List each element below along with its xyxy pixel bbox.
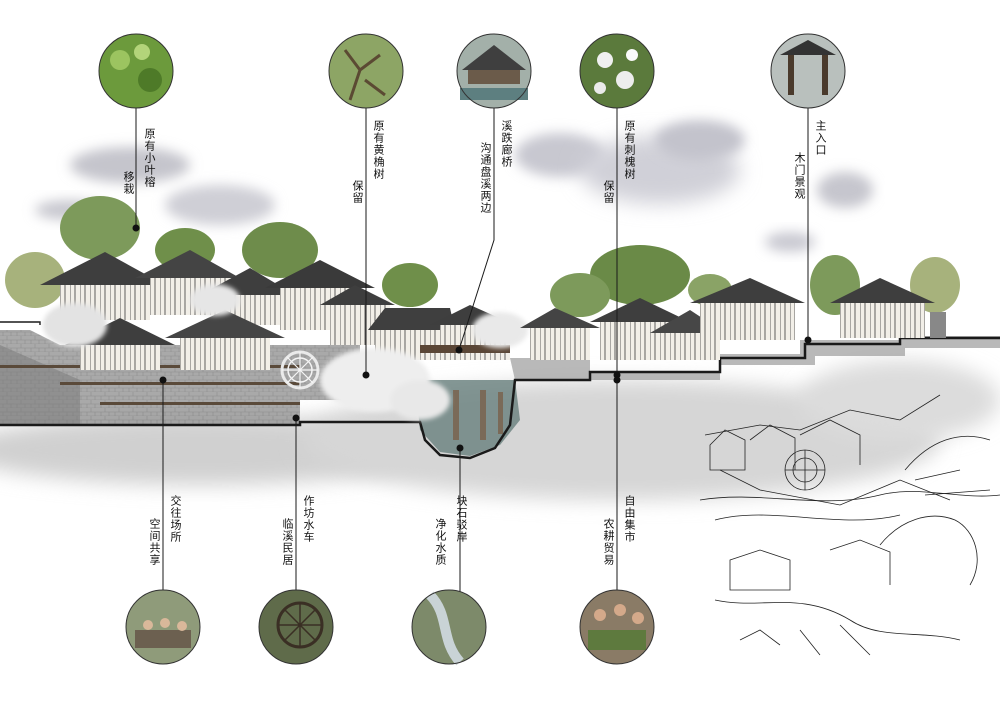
leader-lines [135,108,809,592]
clouds [35,120,873,252]
people-gathering-photo [125,589,201,665]
entrance-label-2: 木门景观 [793,152,806,200]
waterwheel-illustration [280,350,320,390]
market-photo [579,589,655,665]
locust-label-1: 原有刺槐树 [623,120,636,180]
large-tree-photo [328,33,404,109]
waterwheel-label-2: 临溪民居 [281,518,294,566]
bottom-photo-circles [125,589,655,666]
huangjue-label-1: 原有黄桷树 [372,120,385,180]
white-trees [43,284,528,420]
market-label-1: 自由集市 [623,495,636,543]
stream-photo [411,589,487,666]
bridge-label-1: 溪跌廊桥 [500,120,513,168]
wooden-gate-photo [770,33,846,109]
waterwheel-photo [258,589,334,665]
banyan-label-1: 原有小叶榕 [143,128,156,188]
bridge-label-2: 沟通盘溪两边 [479,142,492,214]
banyan-label-2: 移栽 [122,171,135,195]
waterwheel-label-1: 作坊水车 [302,495,315,543]
top-photo-circles [98,33,846,109]
plaza-label-1: 交往场所 [169,495,182,543]
flowering-tree-photo [579,33,655,109]
locust-label-2: 保留 [602,180,615,204]
stonebank-label-1: 块石驳岸 [455,495,468,543]
huangjue-label-2: 保留 [351,180,364,204]
section-ground-line [0,336,1000,460]
entrance-label-1: 主入口 [814,120,827,156]
stonebank-label-2: 净化水质 [434,518,447,566]
right-building-cluster [520,278,946,360]
village-sketch [699,394,1000,656]
leader-dots [132,224,812,452]
plaza-label-2: 空间共享 [148,518,161,566]
market-label-2: 农耕贸易 [602,518,615,566]
tree-foliage-photo [98,33,174,109]
background-trees [5,196,960,317]
covered-bridge-photo [456,33,532,109]
